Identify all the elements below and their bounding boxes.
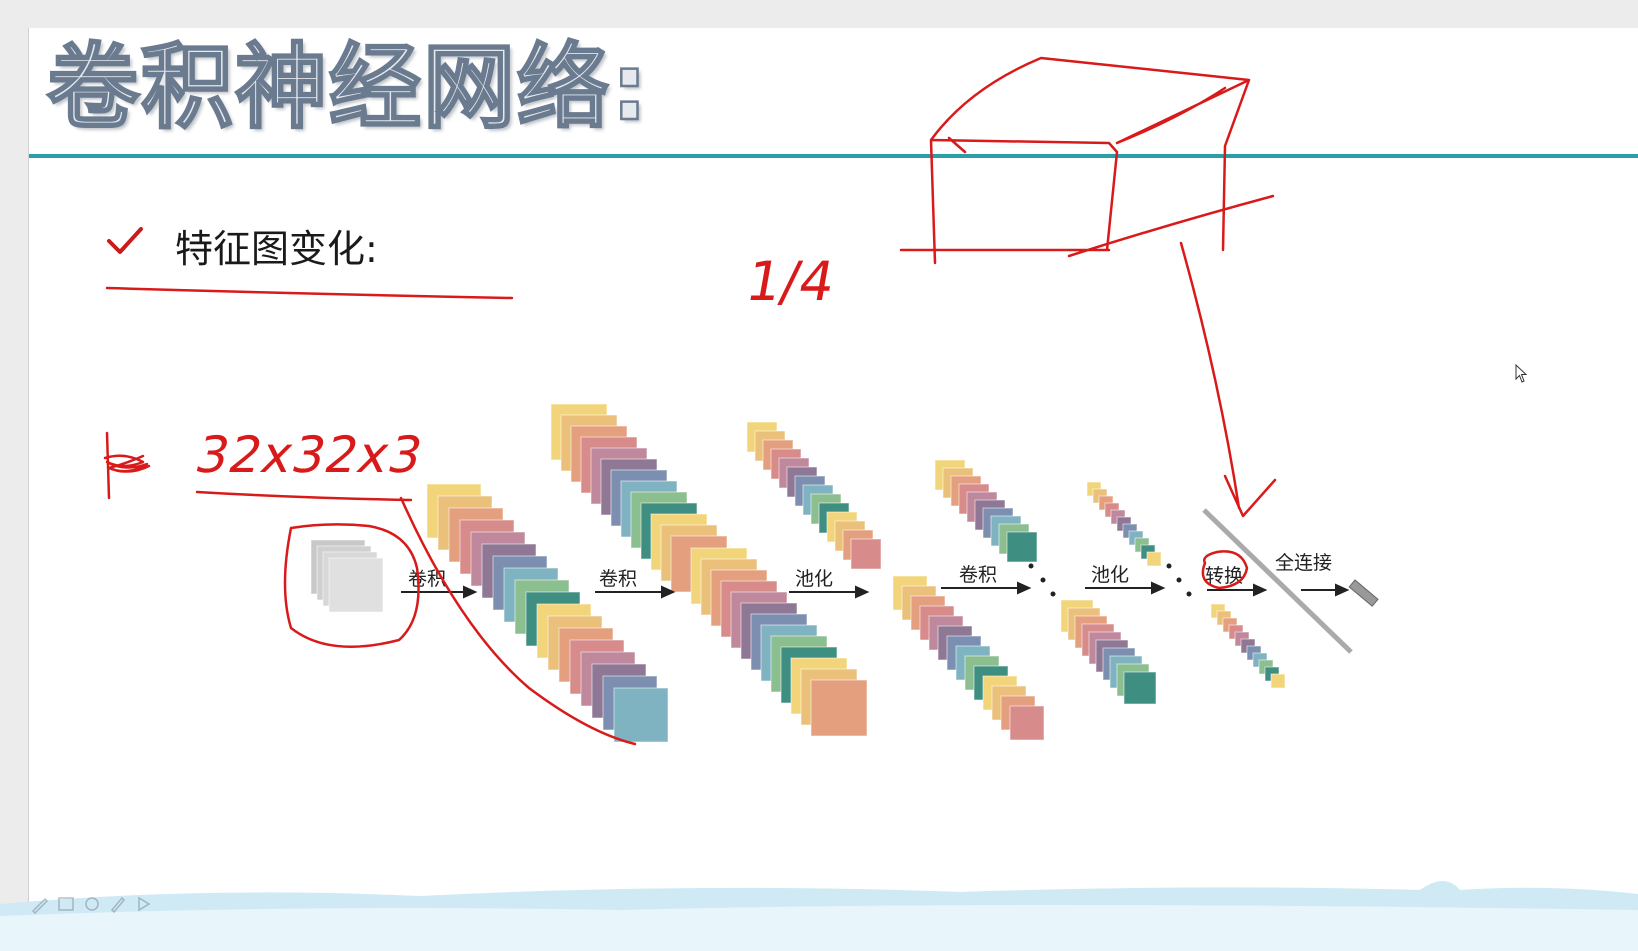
check-icon	[107, 227, 143, 254]
conv2-stack-b	[690, 547, 868, 737]
label-fc: 全连接	[1275, 552, 1333, 574]
pool2-stack-b	[1210, 603, 1286, 689]
presentation-toolbar	[30, 893, 154, 915]
pool1-stack-a	[746, 421, 882, 570]
conv3-stack-a	[934, 459, 1038, 563]
ellipsis-1	[1028, 563, 1056, 597]
arrow-pool2	[1085, 581, 1166, 595]
feature-map-layer	[328, 557, 384, 613]
label-conv1: 卷积	[408, 568, 447, 590]
bottom-wave-decoration	[0, 881, 1638, 951]
presentation-slide: 卷积神经网络: 特征图变化: 卷积 卷积 池化 卷积 池化 转换 全连接 32x…	[28, 28, 1638, 951]
feature-map-layer	[613, 687, 669, 743]
label-pool1: 池化	[795, 568, 834, 590]
label-conv3: 卷积	[959, 564, 998, 586]
pool1-stack-b	[892, 575, 1045, 741]
feature-map-layer	[1123, 671, 1157, 705]
fc-output-icon	[1348, 579, 1379, 607]
arrow-pool1	[789, 585, 870, 599]
arrow-conv3	[941, 581, 1032, 595]
cnn-feature-map-diagram	[310, 403, 1379, 743]
label-conv2: 卷积	[599, 568, 638, 590]
feature-map-layer	[1006, 531, 1038, 563]
input-stack	[310, 539, 384, 613]
label-pool2: 池化	[1091, 564, 1130, 586]
slide-icon[interactable]	[56, 894, 76, 914]
ellipsis-2	[1166, 563, 1192, 597]
arrow-flatten	[1207, 583, 1268, 597]
ink-annotation-fraction: 1/4	[741, 250, 840, 313]
arrow-fc	[1301, 583, 1350, 597]
flatten-divider	[1202, 508, 1353, 654]
feature-map-layer	[1146, 551, 1162, 567]
eraser-icon[interactable]	[82, 894, 102, 914]
mouse-pointer-icon	[1515, 364, 1528, 383]
ink-annotation-input-size: 32x32x3	[189, 426, 430, 484]
feature-map-layer	[1270, 673, 1286, 689]
pool2-stack-a	[1086, 481, 1162, 567]
marker-icon[interactable]	[108, 894, 128, 914]
arrow-icon[interactable]	[134, 894, 154, 914]
conv3-stack-b	[1060, 599, 1157, 705]
feature-map-layer	[810, 679, 868, 737]
bullet-text: 特征图变化:	[175, 227, 378, 271]
slide-title: 卷积神经网络:	[46, 34, 650, 141]
feature-map-layer	[850, 538, 882, 570]
pen-icon[interactable]	[30, 894, 50, 914]
label-flatten: 转换	[1205, 565, 1244, 587]
feature-map-layer	[1009, 705, 1045, 741]
title-divider	[29, 154, 1638, 158]
